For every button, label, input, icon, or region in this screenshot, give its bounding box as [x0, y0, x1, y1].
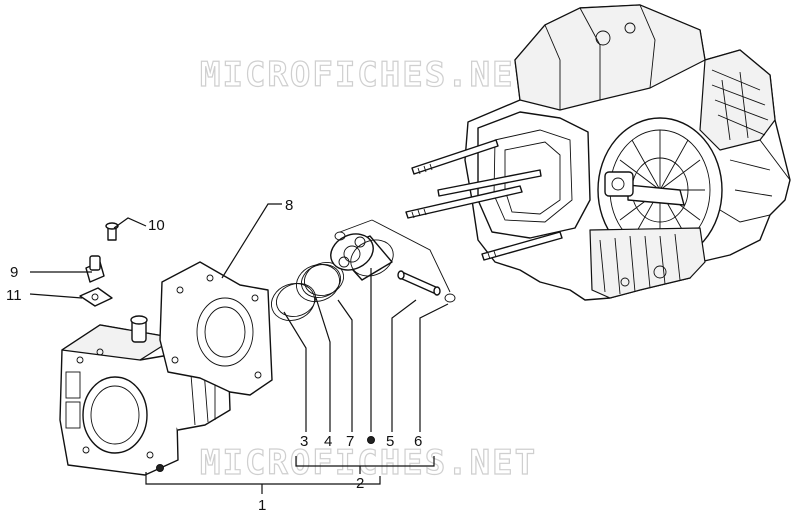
circlip-right — [444, 293, 456, 303]
callout-5: 5 — [386, 433, 394, 450]
callout-4: 4 — [324, 433, 332, 450]
gasket-11 — [79, 287, 113, 307]
leader-lines — [29, 203, 451, 494]
cylinder-studs — [405, 139, 563, 261]
callout-3: 3 — [300, 433, 308, 450]
callout-11: 11 — [6, 287, 22, 304]
group-dot-cylinder — [156, 464, 164, 472]
callout-2: 2 — [356, 475, 364, 492]
engine-crankcase — [464, 4, 791, 301]
callout-8: 8 — [285, 197, 293, 214]
watermark-top: MICROFICHES.NET — [200, 55, 537, 95]
piston-rings — [270, 262, 345, 321]
callout-10: 10 — [148, 217, 165, 234]
cylinder-gasket — [159, 261, 273, 396]
callout-6: 6 — [414, 433, 422, 450]
callout-9: 9 — [10, 264, 18, 281]
cylinder — [59, 315, 231, 476]
callout-7: 7 — [346, 433, 354, 450]
watermark-bottom: MICROFICHES.NET — [200, 443, 537, 483]
screw-10 — [105, 222, 119, 241]
piston — [330, 233, 394, 281]
fitting-9 — [85, 255, 105, 283]
group-dot-piston — [367, 436, 375, 444]
wrist-pin — [397, 270, 441, 296]
callout-1: 1 — [258, 497, 266, 514]
